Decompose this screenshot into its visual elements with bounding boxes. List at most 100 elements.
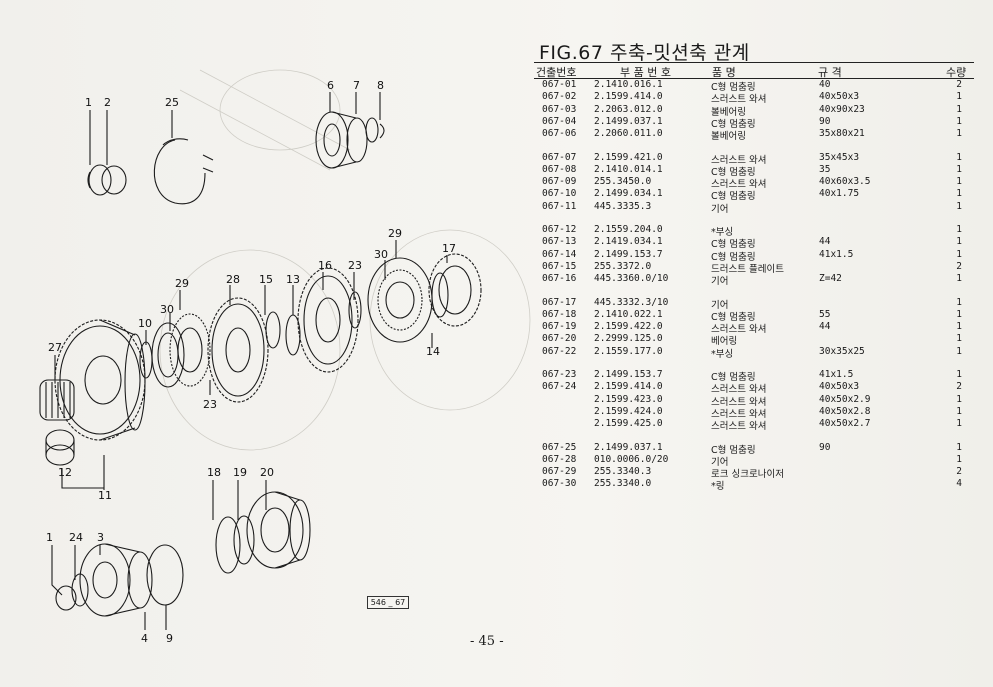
part-name: 스러스트 와셔 (711, 421, 767, 433)
part-number: 2.1599.422.0 (594, 321, 663, 333)
gear-16 (297, 267, 359, 373)
needle-bearing-27 (39, 379, 75, 421)
header-spec: 규 격 (818, 66, 842, 79)
item-number: 067-13 (542, 236, 577, 248)
part-number: 445.3332.3/10 (594, 296, 669, 308)
callout: 15 (259, 273, 273, 286)
part-quantity: 2 (956, 466, 962, 478)
item-number: 067-24 (542, 381, 577, 393)
part-name: 볼베어링 (711, 131, 746, 143)
part-number: 255.3372.0 (594, 260, 652, 272)
part-number: 255.3450.0 (594, 176, 652, 188)
part-quantity: 1 (956, 453, 962, 465)
item-number: 067-23 (542, 369, 577, 380)
part-quantity: 2 (956, 260, 962, 272)
part-quantity: 1 (956, 418, 962, 430)
part-quantity: 1 (956, 308, 962, 320)
page-title: FIG.67 주축-밋션축 관계 (539, 42, 750, 64)
callout: 25 (165, 96, 179, 109)
part-quantity: 1 (956, 91, 962, 103)
snap-ring-13 (285, 314, 301, 356)
item-number: 067-11 (542, 200, 577, 212)
callout: 30 (374, 248, 388, 261)
part-name: 스러스트 와셔 (711, 408, 767, 420)
part-name: C형 멈춤링 (711, 166, 756, 178)
part-quantity: 1 (956, 115, 962, 127)
item-number: 067-16 (542, 273, 577, 285)
part-quantity: 4 (956, 478, 962, 490)
part-name: 기어 (711, 203, 729, 215)
part-name: C형 멈춤링 (711, 118, 756, 130)
callout: 18 (207, 466, 221, 479)
callout: 14 (426, 345, 440, 358)
part-spec: 40x50x2.9 (819, 393, 871, 405)
item-number: 067-17 (542, 296, 577, 308)
part-name: C형 멈춤링 (711, 191, 756, 203)
item-number: 067-08 (542, 163, 577, 175)
callout: 29 (175, 277, 189, 290)
ball-bearing-3 (79, 543, 131, 617)
item-number: 067-09 (542, 176, 577, 188)
callout: 23 (348, 259, 362, 272)
callout: 4 (141, 632, 148, 645)
part-name: 기어 (711, 456, 729, 468)
callout: 10 (138, 317, 152, 330)
part-name: *부싱 (711, 227, 734, 238)
part-spec: 40x90x23 (819, 103, 865, 115)
table-header: 건출번호 부 품 번 호 품 명 규 격 수량 (534, 62, 974, 79)
part-name: 스러스트 와셔 (711, 179, 767, 191)
item-number: 067-06 (542, 128, 577, 140)
page-number: - 45 - (470, 634, 504, 649)
part-number: 2.1599.424.0 (594, 405, 663, 417)
part-quantity: 1 (956, 321, 962, 333)
item-number: 067-12 (542, 224, 577, 235)
item-number: 067-20 (542, 333, 577, 345)
part-number: 2.1419.034.1 (594, 236, 663, 248)
thrust-plate-15 (265, 311, 281, 349)
part-name: 스러스트 와셔 (711, 94, 767, 106)
item-number: 067-22 (542, 345, 577, 357)
part-name: 스러스트 와셔 (711, 154, 767, 166)
part-number: 2.1599.421.0 (594, 151, 663, 163)
part-quantity: 1 (956, 200, 962, 212)
synchronizer-30 (151, 322, 185, 388)
bearing-20 (246, 491, 304, 569)
part-spec: 90 (819, 115, 831, 127)
ring-10 (139, 341, 153, 379)
part-quantity: 1 (956, 188, 962, 200)
item-number: 067-07 (542, 151, 577, 163)
callout: 16 (318, 259, 332, 272)
part-spec: 40x50x2.8 (819, 405, 871, 417)
callout: 9 (166, 632, 173, 645)
callout: 8 (377, 79, 384, 92)
callout: 29 (388, 227, 402, 240)
part-spec: 35 (819, 163, 831, 175)
lock-synchronizer-29 (169, 313, 211, 387)
part-name: 기어 (711, 299, 729, 311)
part-number: 2.1599.414.0 (594, 91, 663, 103)
item-number: 067-02 (542, 91, 577, 103)
part-spec: 44 (819, 236, 831, 248)
snap-ring-1 (88, 164, 112, 196)
part-number: 2.1410.014.1 (594, 163, 663, 175)
callout: 30 (160, 303, 174, 316)
part-spec: 55 (819, 308, 831, 320)
callout: 27 (48, 341, 62, 354)
part-quantity: 1 (956, 248, 962, 260)
part-number: 2.1410.016.1 (594, 79, 663, 90)
part-quantity: 1 (956, 176, 962, 188)
item-number: 067-19 (542, 321, 577, 333)
callout: 2 (104, 96, 111, 109)
part-spec: 40x50x2.7 (819, 418, 871, 430)
part-name: C형 멈춤링 (711, 311, 756, 323)
part-spec: 30x35x25 (819, 345, 865, 357)
part-spec: 40x50x3 (819, 381, 860, 393)
figure-reference-box: 546 _ 67 (367, 596, 409, 609)
part-number: 445.3360.0/10 (594, 273, 669, 285)
callout: 28 (226, 273, 240, 286)
ring-9 (146, 544, 184, 606)
callout: 12 (58, 466, 72, 479)
callout: 13 (286, 273, 300, 286)
callout: 23 (203, 398, 217, 411)
part-spec: 40x60x3.5 (819, 176, 871, 188)
